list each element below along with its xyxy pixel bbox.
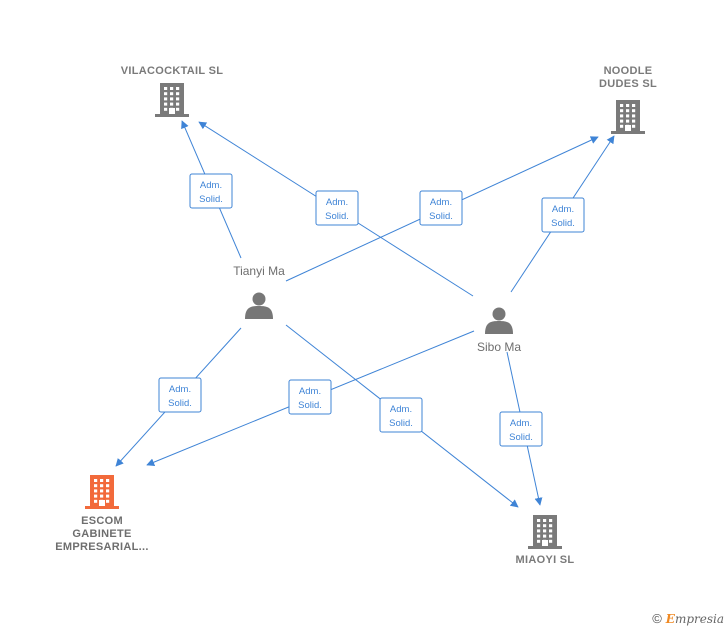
- role-badge-text: Solid.: [168, 398, 192, 409]
- role-badge-text: Adm.: [299, 386, 321, 397]
- building-icon: [611, 100, 645, 134]
- role-badge-box: [541, 197, 585, 233]
- role-badge-text: Adm.: [430, 197, 452, 208]
- role-badge-box: [419, 190, 463, 226]
- brand-name: mpresia: [674, 611, 724, 626]
- company-node-escom[interactable]: ESCOMGABINETEEMPRESARIAL...: [55, 475, 148, 553]
- company-name: EMPRESARIAL...: [55, 541, 148, 553]
- person-node-sibo[interactable]: Sibo Ma: [477, 307, 521, 355]
- role-badge-box: [499, 411, 543, 447]
- role-badge-box: [379, 397, 423, 433]
- role-badge-sibo-noodle[interactable]: Adm. Solid.: [541, 197, 585, 233]
- building-icon: [155, 83, 189, 117]
- role-badge-sibo-miaoyi[interactable]: Adm. Solid.: [499, 411, 543, 447]
- brand-logo[interactable]: Empresia: [666, 612, 724, 626]
- role-badge-text: Solid.: [325, 211, 349, 222]
- company-node-vilacocktail[interactable]: VILACOCKTAIL SL: [121, 65, 223, 117]
- role-badge-box: [158, 377, 202, 413]
- role-badge-tianyi-miaoyi[interactable]: Adm. Solid.: [379, 397, 423, 433]
- role-badge-text: Adm.: [552, 204, 574, 215]
- role-badge-text: Solid.: [389, 418, 413, 429]
- role-badge-box: [189, 173, 233, 209]
- footer-brand: © Empresia: [652, 611, 724, 626]
- role-badge-text: Adm.: [510, 418, 532, 429]
- role-badge-text: Adm.: [200, 180, 222, 191]
- role-badge-box: [288, 379, 332, 415]
- copyright-mark: ©: [652, 611, 662, 626]
- person-icon: [485, 307, 513, 334]
- role-badge-text: Solid.: [298, 400, 322, 411]
- company-name: ESCOM: [81, 515, 123, 527]
- company-node-miaoyi[interactable]: MIAOYI SL: [516, 515, 575, 566]
- role-badge-text: Adm.: [326, 197, 348, 208]
- person-name: Tianyi Ma: [233, 264, 285, 278]
- role-badge-tianyi-escom[interactable]: Adm. Solid.: [158, 377, 202, 413]
- role-badge-text: Adm.: [169, 384, 191, 395]
- building-icon: [528, 515, 562, 549]
- company-name: VILACOCKTAIL SL: [121, 65, 223, 77]
- role-badge-text: Solid.: [509, 432, 533, 443]
- person-name: Sibo Ma: [477, 340, 521, 354]
- company-name: GABINETE: [72, 528, 131, 540]
- role-badge-tianyi-noodle[interactable]: Adm. Solid.: [419, 190, 463, 226]
- role-badge-box: [315, 190, 359, 226]
- role-badge-sibo-vilacocktail[interactable]: Adm. Solid.: [315, 190, 359, 226]
- person-icon: [245, 292, 273, 319]
- person-node-tianyi[interactable]: Tianyi Ma: [233, 264, 285, 319]
- role-badge-text: Solid.: [551, 218, 575, 229]
- building-icon: [85, 475, 119, 509]
- role-badge-text: Adm.: [390, 404, 412, 415]
- role-badge-sibo-escom[interactable]: Adm. Solid.: [288, 379, 332, 415]
- company-name: NOODLE: [604, 65, 653, 77]
- company-name: MIAOYI SL: [516, 554, 575, 566]
- badges-layer: Adm. Solid. Adm. Solid. Adm. Solid. Adm. Solid.…: [158, 173, 585, 447]
- role-badge-tianyi-vilacocktail[interactable]: Adm. Solid.: [189, 173, 233, 209]
- role-badge-text: Solid.: [429, 211, 453, 222]
- company-name: DUDES SL: [599, 78, 657, 90]
- role-badge-text: Solid.: [199, 194, 223, 205]
- brand-initial: E: [665, 611, 675, 626]
